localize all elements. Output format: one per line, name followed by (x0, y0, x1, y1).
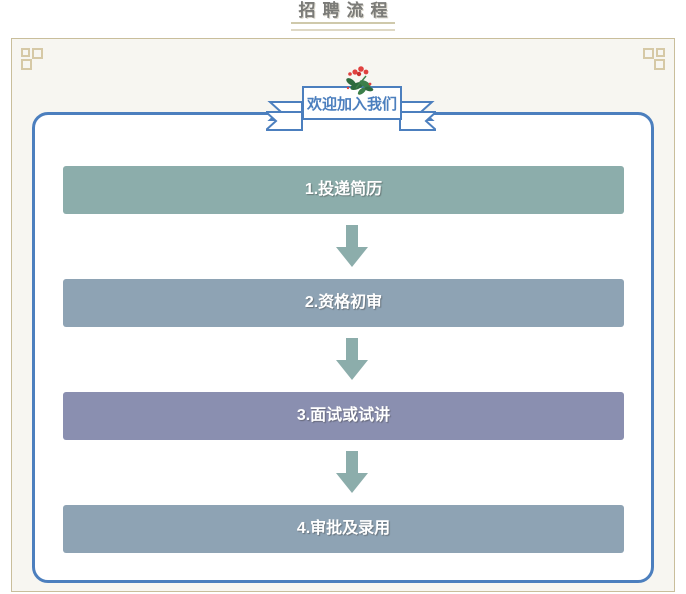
ribbon-tail-right-lower (399, 111, 436, 131)
ribbon-banner: 欢迎加入我们 (266, 86, 436, 138)
title-underline (291, 22, 395, 31)
arrow-down-icon (336, 338, 368, 380)
ornament-square (32, 48, 43, 59)
arrow-down-icon (336, 451, 368, 493)
ornament-square (654, 59, 665, 70)
ornament-square (656, 48, 665, 57)
corner-ornament-icon-top-right (643, 48, 665, 70)
flow-step-1[interactable]: 1.投递简历 (63, 166, 624, 214)
flow-step-4[interactable]: 4.审批及录用 (63, 505, 624, 553)
ribbon-tail-left-lower (266, 111, 303, 131)
flow-container: 1.投递简历 2.资格初审 3.面试或试讲 4.审批及录用 (32, 112, 654, 583)
page-title-block: 招聘流程 (0, 0, 686, 36)
ribbon-label: 欢迎加入我们 (302, 86, 402, 120)
flow-step-2[interactable]: 2.资格初审 (63, 279, 624, 327)
corner-ornament-icon-top-left (21, 48, 43, 70)
ornament-square (21, 59, 32, 70)
ribbon-shape (266, 101, 436, 131)
floral-sprig-icon (346, 66, 374, 95)
ornament-square (643, 48, 654, 59)
sprig-berries (346, 66, 372, 90)
page-title: 招聘流程 (298, 1, 395, 20)
arrow-down-icon (336, 225, 368, 267)
flow-step-3[interactable]: 3.面试或试讲 (63, 392, 624, 440)
ornament-square (21, 48, 30, 57)
sprig-leaves (346, 75, 374, 95)
